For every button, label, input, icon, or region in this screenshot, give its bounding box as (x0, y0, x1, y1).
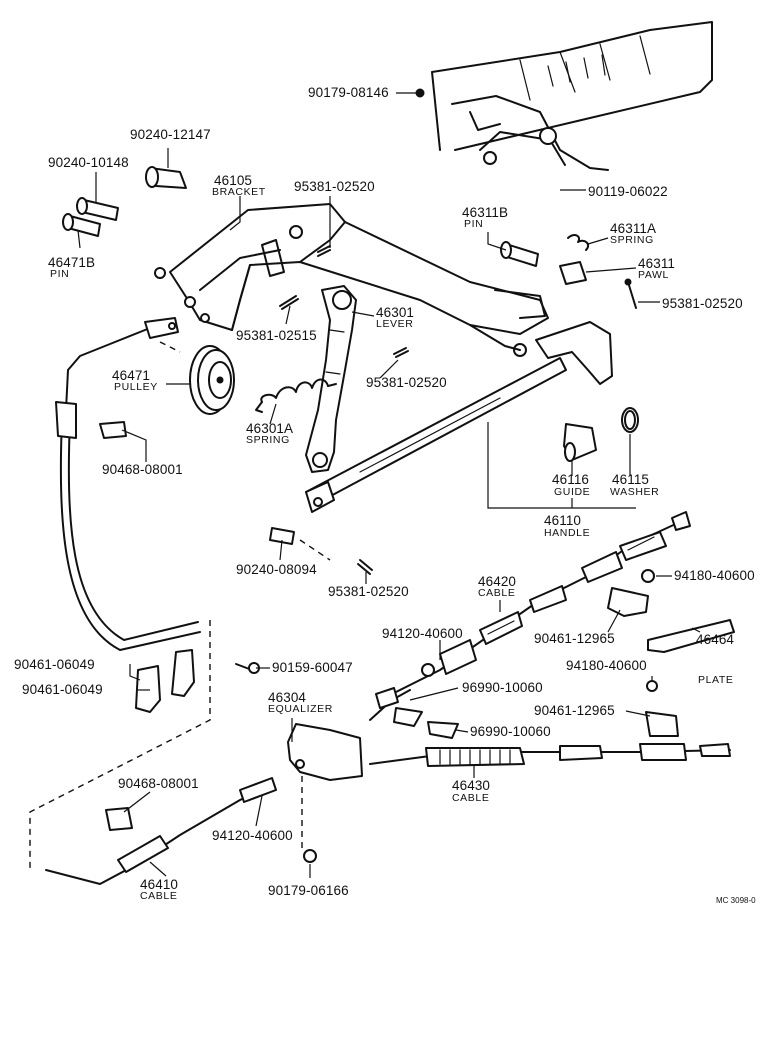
part-number-90461-06049-top: 90461-06049 (14, 657, 95, 672)
clips-drawing (99, 421, 735, 863)
part-name-cable-46410: CABLE (140, 890, 178, 902)
cotter-pins-drawing (279, 245, 409, 575)
part-number-94180-40600-top: 94180-40600 (674, 568, 755, 583)
guide-washer-drawing (563, 407, 639, 462)
part-name-pin: PIN (50, 268, 70, 280)
part-number-90179-06166: 90179-06166 (268, 883, 349, 898)
part-number-96990-10060-top: 96990-10060 (462, 680, 543, 695)
part-number-46311B: 46311B (462, 205, 509, 220)
part-number-90240-10148: 90240-10148 (48, 155, 129, 170)
cable-46430-drawing (369, 743, 731, 767)
part-number-46304: 46304 (268, 690, 307, 705)
cable-46410-drawing (45, 317, 277, 885)
part-number-46420: 46420 (478, 574, 517, 589)
part-number-95381-02520-right: 95381-02520 (662, 296, 743, 311)
part-number-46464: 46464 (696, 632, 735, 647)
part-number-46410: 46410 (140, 877, 179, 892)
part-name-lever: LEVER (376, 318, 414, 330)
part-number-90240-08094: 90240-08094 (236, 562, 317, 577)
bracket-drawing (154, 203, 549, 357)
part-name-equalizer: EQUALIZER (268, 703, 333, 715)
part-name-spring-2: SPRING (610, 234, 654, 246)
part-number-95381-02520-top: 95381-02520 (294, 179, 375, 194)
part-number-46301A: 46301A (246, 421, 294, 436)
part-number-90119-06022: 90119-06022 (588, 184, 668, 199)
part-name-guide: GUIDE (554, 486, 591, 498)
part-name-pawl: PAWL (638, 269, 669, 281)
pins-drawing (62, 166, 187, 237)
part-name-handle: HANDLE (544, 527, 591, 539)
part-number-90468-08001-top: 90468-08001 (102, 462, 183, 477)
part-number-46115: 46115 (612, 472, 650, 487)
part-number-90240-12147: 90240-12147 (130, 127, 211, 142)
part-number-96990-10060-bottom: 96990-10060 (470, 724, 551, 739)
part-number-46311: 46311 (638, 256, 676, 271)
part-number-90461-06049-bottom: 90461-06049 (22, 682, 103, 697)
part-number-94180-40600-bottom: 94180-40600 (566, 658, 647, 673)
part-name-cable-46420: CABLE (478, 587, 516, 599)
diagram-code: MC 3098-0 (716, 896, 756, 905)
equalizer-drawing (287, 687, 411, 781)
part-name-pulley: PULLEY (114, 381, 158, 393)
part-number-46105: 46105 (214, 173, 253, 188)
part-number-90179-08146: 90179-08146 (308, 85, 389, 100)
part-number-46116: 46116 (552, 472, 590, 487)
part-name-plate: PLATE (698, 674, 734, 686)
body-inset-drawing (415, 21, 713, 171)
pulley-drawing (189, 345, 235, 415)
part-number-90159-60047: 90159-60047 (272, 660, 353, 675)
part-name-cable-46430: CABLE (452, 792, 490, 804)
part-name-spring: SPRING (246, 434, 290, 446)
part-number-95381-02520-bottom: 95381-02520 (328, 584, 409, 599)
assembly-dashed-lines (29, 341, 331, 870)
part-number-95381-02520-mid: 95381-02520 (366, 375, 447, 390)
part-number-46301: 46301 (376, 305, 415, 320)
spring-drawing (255, 378, 337, 413)
part-name-washer: WASHER (610, 486, 660, 498)
part-number-90468-08001-bottom: 90468-08001 (118, 776, 199, 791)
part-name-pin-2: PIN (464, 218, 484, 230)
part-number-94120-40600-top: 94120-40600 (382, 626, 463, 641)
cable-46420-drawing (379, 511, 691, 701)
pawl-pin-spring-drawing (500, 234, 637, 309)
part-number-94120-40600-bottom: 94120-40600 (212, 828, 293, 843)
leader-lines (77, 92, 701, 878)
part-number-46110: 46110 (544, 513, 582, 528)
part-number-90461-12965-top: 90461-12965 (534, 631, 615, 646)
part-number-90461-12965-bottom: 90461-12965 (534, 703, 615, 718)
part-name-bracket: BRACKET (212, 186, 266, 198)
lever-drawing (305, 285, 357, 473)
part-number-46311A: 46311A (610, 221, 657, 236)
part-number-46430: 46430 (452, 778, 491, 793)
handle-drawing (305, 321, 613, 513)
part-number-46471B: 46471B (48, 255, 96, 270)
part-number-95381-02515: 95381-02515 (236, 328, 317, 343)
part-number-46471: 46471 (112, 368, 151, 383)
